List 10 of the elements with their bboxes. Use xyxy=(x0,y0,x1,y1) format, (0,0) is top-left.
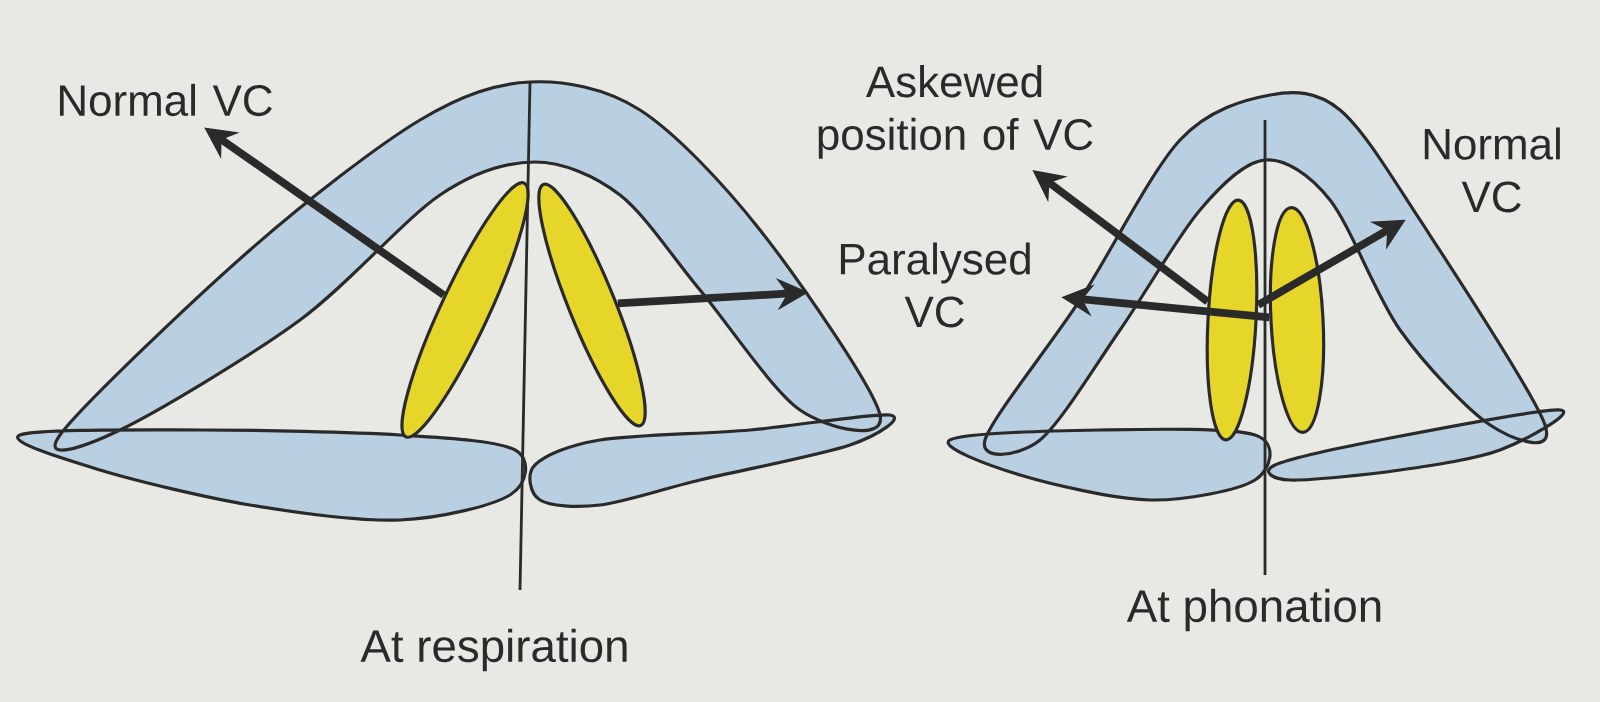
vocal-cord xyxy=(1268,206,1326,434)
caption-text: At respiration xyxy=(360,628,627,672)
callout-label: Askewed position of VC xyxy=(818,65,1093,159)
vocal-cord xyxy=(400,181,530,439)
vocal-cord xyxy=(1205,198,1259,442)
caption-text: At phonation xyxy=(1126,588,1381,632)
callout-label: Paralysed VC xyxy=(840,242,1030,328)
callout-label: Normal VC xyxy=(1424,127,1560,213)
callout-label: Normal VC xyxy=(59,83,272,117)
vocal-cord xyxy=(537,182,647,428)
